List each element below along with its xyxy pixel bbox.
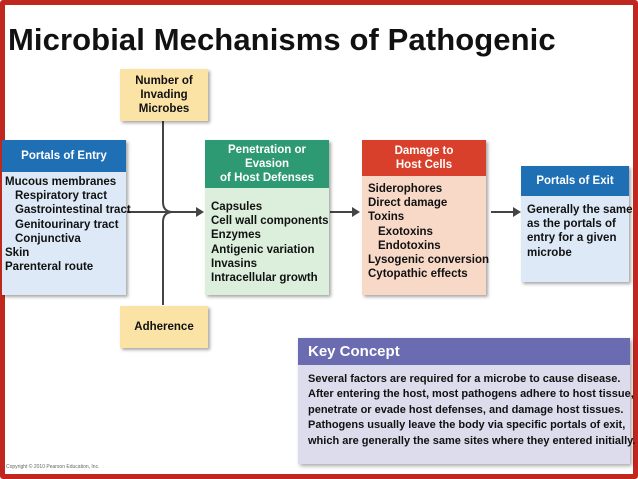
list-item: Endotoxins [378, 239, 441, 252]
portals-of-exit-box: Portals of Exit Generally the same as th… [521, 166, 633, 282]
key-concept-header: Key Concept [298, 338, 630, 365]
copyright-notice: Copyright © 2010 Pearson Education, Inc. [6, 464, 100, 470]
list-item: Intracellular growth [211, 272, 318, 285]
key-concept-line: penetrate or evade host defenses, and da… [308, 403, 624, 416]
penetration-header-line: Penetration or [228, 144, 306, 156]
list-item: Siderophores [368, 183, 443, 195]
list-item: Invasins [211, 257, 258, 270]
portals-of-entry-list: Mucous membranes Respiratory tract Gastr… [2, 172, 131, 274]
number-of-microbes-line: Microbes [138, 103, 190, 115]
list-item: Parenteral route [5, 261, 94, 274]
portals-of-exit-text: Generally the same as the portals of ent… [521, 196, 633, 260]
penetration-header-line: Evasion [244, 158, 290, 170]
adherence-box: Adherence [120, 306, 208, 348]
list-item: Antigenic variation [211, 243, 315, 256]
number-of-microbes-box: Number of Invading Microbes [120, 69, 208, 121]
list-item: Exotoxins [378, 225, 433, 238]
list-item: Mucous membranes [5, 176, 117, 188]
list-item: Cell wall components [211, 215, 329, 228]
exit-text-line: entry for a given [527, 232, 617, 245]
damage-header: Damage to Host Cells [362, 140, 486, 176]
key-concept-line: Several factors are required for a micro… [308, 373, 621, 385]
list-item: Skin [5, 247, 30, 260]
list-item: Respiratory tract [15, 190, 108, 203]
exit-text-line: microbe [527, 246, 572, 259]
adherence-label: Adherence [134, 321, 194, 333]
portals-of-entry-header: Portals of Entry [2, 140, 126, 172]
damage-header-line: Damage to [394, 145, 454, 157]
list-item: Enzymes [211, 229, 261, 242]
exit-text-line: as the portals of [527, 218, 616, 231]
penetration-header-line: of Host Defenses [220, 172, 314, 184]
damage-box: Damage to Host Cells Siderophores Direct… [362, 140, 489, 295]
list-item: Lysogenic conversion [368, 254, 489, 267]
damage-header-line: Host Cells [395, 159, 453, 171]
key-concept-body: Several factors are required for a micro… [298, 365, 636, 464]
penetration-list: Capsules Cell wall components Enzymes An… [205, 188, 329, 285]
list-item: Gastrointestinal tract [15, 204, 131, 217]
list-item: Conjunctiva [15, 232, 81, 245]
portals-of-exit-header: Portals of Exit [521, 166, 629, 196]
penetration-box: Penetration or Evasion of Host Defenses … [205, 140, 329, 295]
key-concept-box: Key Concept Several factors are required… [298, 338, 636, 464]
portals-of-entry-box: Portals of Entry Mucous membranes Respir… [2, 140, 131, 295]
penetration-header: Penetration or Evasion of Host Defenses [205, 140, 329, 188]
list-item: Toxins [368, 211, 405, 224]
list-item: Capsules [211, 201, 263, 213]
list-item: Cytopathic effects [368, 268, 468, 281]
list-item: Genitourinary tract [15, 218, 119, 231]
number-of-microbes-line: Number of [135, 75, 193, 87]
key-concept-line: Pathogens usually leave the body via spe… [308, 419, 626, 432]
list-item: Direct damage [368, 197, 448, 210]
number-of-microbes-line: Invading [140, 89, 188, 101]
exit-text-line: Generally the same [527, 204, 633, 216]
damage-list: Siderophores Direct damage Toxins Exotox… [362, 176, 489, 281]
key-concept-line: After entering the host, most pathogens … [308, 388, 634, 401]
key-concept-line: which are generally the same sites where… [308, 434, 636, 447]
slide-title: Microbial Mechanisms of Pathogenic [8, 22, 556, 57]
